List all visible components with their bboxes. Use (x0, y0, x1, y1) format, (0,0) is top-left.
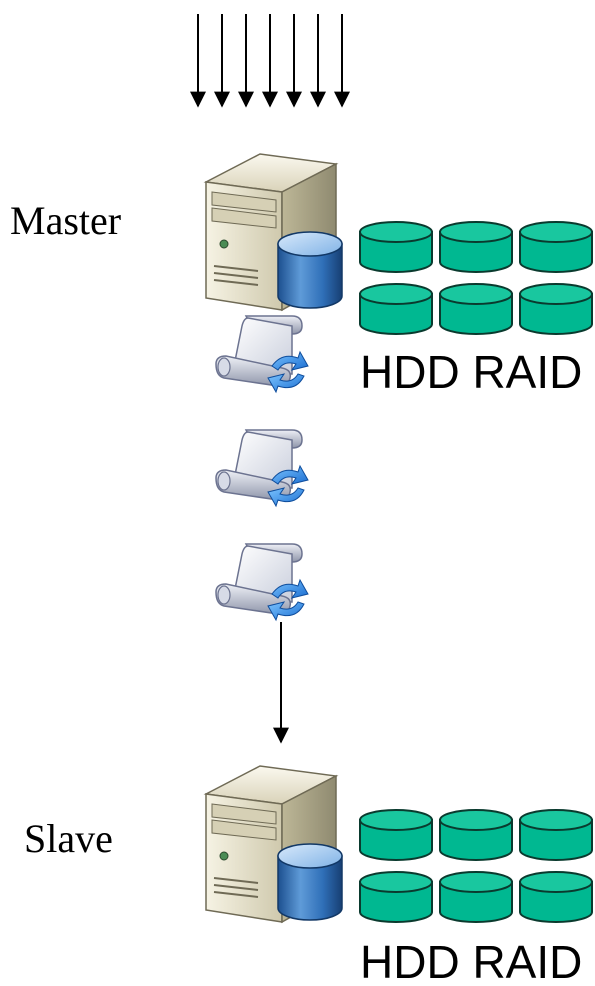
disk-icon (439, 221, 513, 273)
replication-logs (215, 315, 309, 621)
disk-icon (359, 283, 433, 335)
replication-log-icon (215, 543, 309, 621)
disk-icon (519, 221, 593, 273)
disk-icon (359, 221, 433, 273)
slave-server-icon (205, 765, 343, 923)
disk-icon (439, 871, 513, 923)
disk-icon (439, 809, 513, 861)
master-server-icon (205, 153, 343, 311)
disk-icon (519, 283, 593, 335)
disk-icon (359, 809, 433, 861)
master-node: Master HDD RAID (10, 153, 593, 398)
disk-icon (519, 871, 593, 923)
slave-label: Slave (24, 816, 113, 861)
incoming-requests-arrows (190, 14, 350, 108)
master-storage-label: HDD RAID (360, 346, 582, 398)
replication-log-icon (215, 429, 309, 507)
slave-storage-label: HDD RAID (360, 936, 582, 986)
disk-icon (359, 871, 433, 923)
master-raid-disks (359, 221, 593, 335)
disk-icon (439, 283, 513, 335)
slave-node: Slave HDD RAID (24, 765, 593, 986)
master-label: Master (10, 198, 121, 243)
slave-raid-disks (359, 809, 593, 923)
replication-log-icon (215, 315, 309, 393)
disk-icon (519, 809, 593, 861)
